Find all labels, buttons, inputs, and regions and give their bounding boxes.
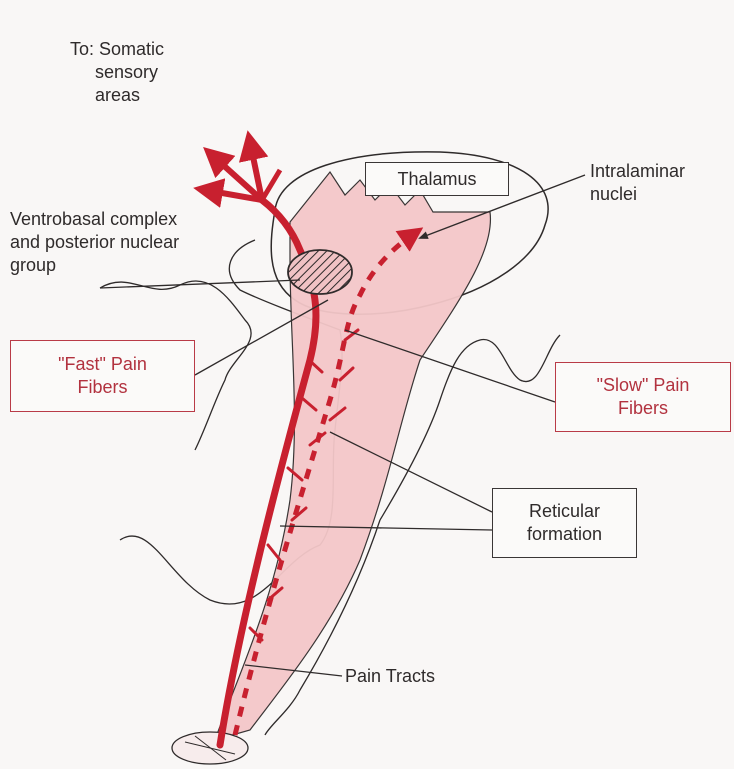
ventrobasal-label: Ventrobasal complex and posterior nuclea… xyxy=(10,208,179,277)
cortex-branch-4 xyxy=(262,170,280,200)
intralaminar-label: Intralaminar nuclei xyxy=(590,160,685,206)
ventrobasal-nucleus-icon xyxy=(288,250,352,294)
thalamus-box: Thalamus xyxy=(365,162,509,196)
pain-tracts-label: Pain Tracts xyxy=(345,665,435,688)
to-somatic-label: To: Somatic sensory areas xyxy=(70,38,164,107)
fast-pain-box: "Fast" Pain Fibers xyxy=(10,340,195,412)
reticular-box: Reticular formation xyxy=(492,488,637,558)
slow-pain-box: "Slow" Pain Fibers xyxy=(555,362,731,432)
